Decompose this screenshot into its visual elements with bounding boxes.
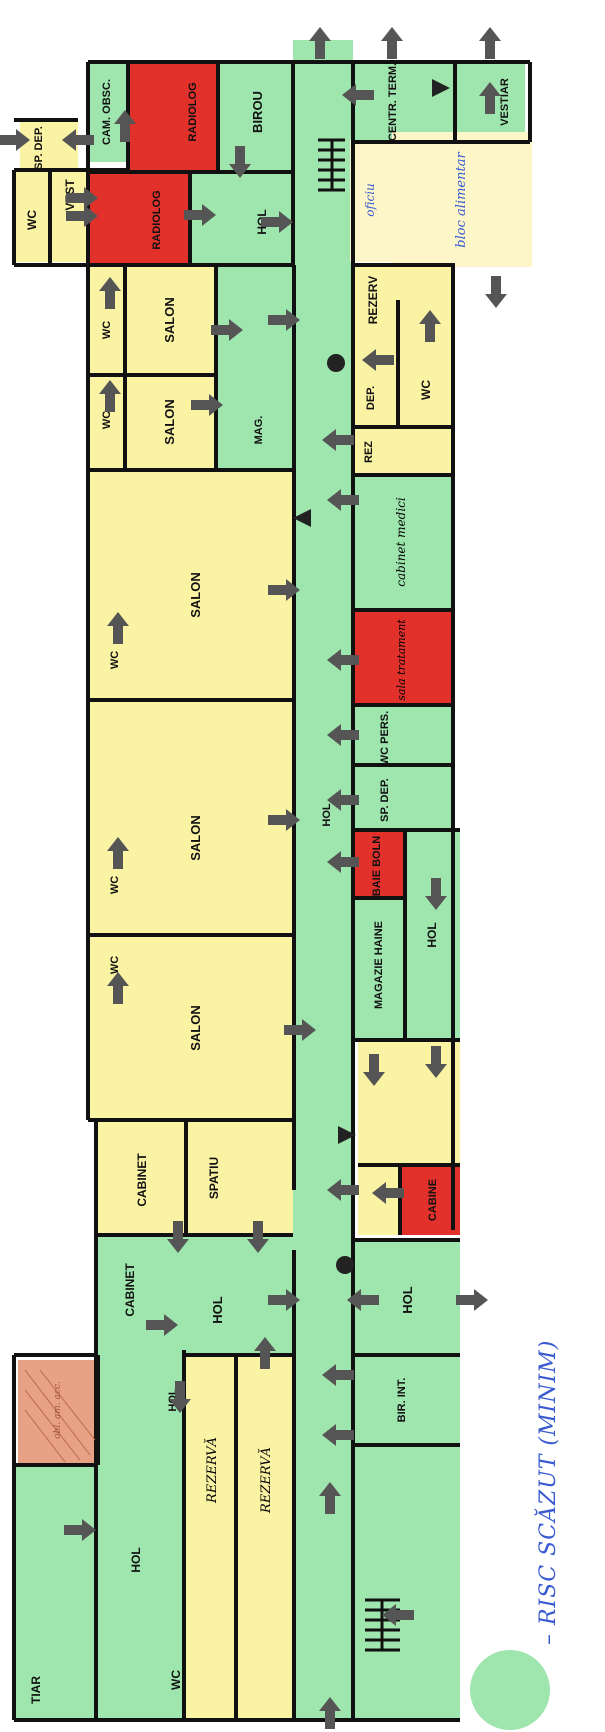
- label-wc-s3: WC: [109, 651, 121, 669]
- room-rezerva-1: [184, 1355, 236, 1720]
- room-bir-int: [353, 1355, 460, 1445]
- main-corridor: [293, 270, 353, 1720]
- label-salon-5: SALON: [188, 1005, 203, 1051]
- label-wc-bottom: WC: [169, 1670, 183, 1690]
- arrow-icon: [456, 1289, 488, 1311]
- stair-room-bottom: [353, 1445, 460, 1720]
- label-radiolog-mid: RADIOLOG: [151, 190, 163, 249]
- lower-left-green: [96, 1235, 294, 1355]
- room-wc-top: [14, 172, 50, 262]
- room-cabinet-1: [96, 1120, 186, 1235]
- label-hol-right: HOL: [425, 922, 439, 947]
- legend-swatch: [470, 1650, 550, 1730]
- label-wc-top: WC: [25, 210, 39, 230]
- legend-label: – RISC SCĂZUT (MINIM): [536, 1339, 561, 1645]
- label-wc-s5: WC: [109, 956, 121, 974]
- room-centr-term: [353, 62, 455, 142]
- label-rezerva-1: REZERVĂ: [204, 1437, 220, 1504]
- label-wc-pers: WC PERS.: [379, 711, 391, 765]
- label-cabinet-medici: cabinet medici: [394, 497, 408, 587]
- label-baie-boln: BAIE BOLN: [371, 836, 383, 897]
- room-mag: [216, 265, 294, 470]
- label-rezerva-2: REZERVĂ: [258, 1447, 274, 1514]
- hydrant-icon: [327, 354, 345, 372]
- arrow-icon: [381, 27, 403, 59]
- label-cam-obsc: CAM. OBSC.: [101, 79, 113, 145]
- room-spatiu: [186, 1120, 294, 1235]
- label-salon-1: SALON: [162, 297, 177, 343]
- room-rezerva-2: [236, 1355, 294, 1720]
- label-salon-4: SALON: [188, 815, 203, 861]
- label-wc-s1: WC: [101, 321, 113, 339]
- label-rez: REZ: [363, 441, 375, 463]
- room-wc-pers: [353, 705, 453, 765]
- room-cabinet-medici: [353, 475, 453, 610]
- stairs-bottom: [365, 1598, 400, 1652]
- room-sala-tratament: [353, 610, 453, 705]
- legend: – RISC SCĂZUT (MINIM): [536, 1165, 561, 1645]
- label-wc-s2: WC: [101, 411, 113, 429]
- hatch-lines: [24, 1369, 96, 1463]
- big-salons-fill: [88, 470, 294, 1120]
- rez-dep-fill: [353, 427, 453, 475]
- exit-markers: [293, 79, 450, 1274]
- label-salon-2: SALON: [162, 399, 177, 445]
- hydrant-icon: [336, 1256, 354, 1274]
- room-cam-obsc: [88, 62, 128, 162]
- room-hol-left: [14, 1465, 96, 1720]
- label-vestiar: VESTIAR: [499, 78, 511, 126]
- label-tiar: TIAR: [29, 1676, 43, 1704]
- room-oficiu: [350, 140, 392, 262]
- lower-left-green-2: [96, 1350, 184, 1720]
- label-rezerv: REZERV: [366, 276, 380, 324]
- label-sp-dep-2: SP. DEP.: [379, 778, 391, 822]
- arrow-icon: [479, 27, 501, 59]
- label-hatched: obl. am. acc.: [53, 1381, 63, 1439]
- label-spatiu: SPATIU: [207, 1157, 221, 1199]
- room-radiolog-mid: [88, 172, 190, 264]
- label-mag: MAG.: [253, 416, 265, 445]
- room-birou: [218, 62, 293, 172]
- right-yellow-lower-2: [358, 1165, 400, 1235]
- top-green-block: [293, 40, 353, 270]
- room-baie-boln: [353, 830, 405, 898]
- label-hol-left: HOL: [129, 1547, 143, 1572]
- label-bir-int: BIR. INT.: [396, 1378, 408, 1423]
- label-radiolog-top: RADIOLOG: [187, 82, 199, 141]
- label-wc-s4: WC: [109, 876, 121, 894]
- walls: [12, 60, 532, 1722]
- room-hol-right: [405, 830, 460, 1040]
- label-cabine: CABINE: [427, 1179, 439, 1221]
- label-birou: BIROU: [250, 91, 265, 133]
- label-dep: DEP.: [365, 386, 377, 410]
- label-cabinet-1: CABINET: [135, 1153, 149, 1207]
- room-sp-dep: [20, 120, 78, 170]
- arrow-icon: [485, 276, 507, 308]
- room-bloc-alimentar: [392, 132, 532, 267]
- label-wc-right: WC: [419, 380, 433, 400]
- label-salon-3: SALON: [188, 572, 203, 618]
- room-radiolog-top: [128, 62, 218, 172]
- room-fills: [14, 40, 550, 1730]
- label-hol-bottom: HOL: [210, 1296, 225, 1324]
- stairs-top: [318, 138, 345, 192]
- label-hol-bottom-right: HOL: [400, 1286, 415, 1314]
- room-magazie-haine: [353, 898, 405, 1040]
- label-sp-dep: SP. DEP.: [33, 126, 45, 170]
- label-cabinet-2: CABINET: [123, 1263, 137, 1317]
- label-centr-term: CENTR. TERM.: [387, 63, 399, 141]
- label-hol-mid: HOL: [321, 803, 333, 827]
- label-magazie-haine: MAGAZIE HAINE: [373, 921, 385, 1009]
- room-cabine: [400, 1165, 460, 1235]
- label-bloc-alimentar: bloc alimentar: [454, 152, 469, 248]
- room-sp-dep-2: [353, 765, 453, 830]
- label-sala-tratament: sala tratament: [395, 619, 408, 701]
- label-oficiu: oficiu: [363, 183, 377, 217]
